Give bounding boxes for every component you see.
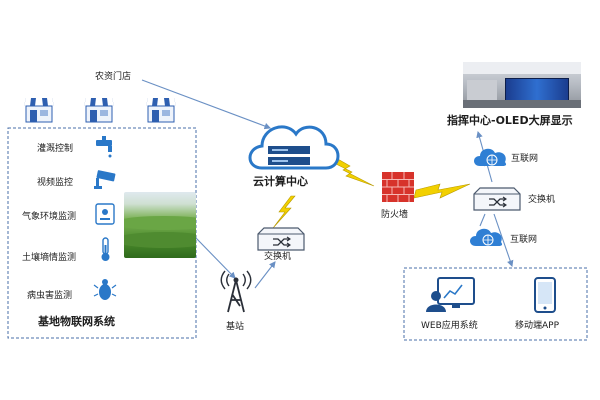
iot-icons bbox=[93, 136, 117, 300]
store-label: 农资门店 bbox=[95, 72, 132, 82]
network-switch-icon bbox=[473, 187, 521, 211]
switch-to-apps-arrow bbox=[493, 213, 514, 268]
web-app-label: WEB应用系统 bbox=[421, 321, 478, 331]
switch-right-label: 交换机 bbox=[528, 195, 556, 205]
switch-to-internet-bottom-line bbox=[479, 213, 486, 227]
iot-item-label: 气象环境监测 bbox=[22, 212, 77, 222]
camera-icon bbox=[94, 170, 116, 189]
connection-lines bbox=[141, 79, 514, 289]
command-center-photo bbox=[463, 62, 581, 108]
brick-firewall-icon bbox=[382, 172, 414, 202]
bug-icon bbox=[93, 279, 117, 300]
store-to-cloud-arrow bbox=[141, 79, 272, 130]
station-to-switch-arrow bbox=[254, 261, 276, 289]
iot-system-box bbox=[7, 127, 197, 339]
smartphone-icon bbox=[534, 277, 556, 313]
internet-bottom-label: 互联网 bbox=[510, 235, 538, 245]
firewall-label: 防火墙 bbox=[381, 210, 409, 220]
switch-center-label: 交换机 bbox=[264, 252, 292, 262]
internet-top-label: 互联网 bbox=[511, 154, 539, 164]
cloud-center-label: 云计算中心 bbox=[253, 175, 308, 188]
globe-cloud-icon bbox=[474, 148, 507, 166]
firewall-switch-lightning-icon bbox=[413, 183, 471, 199]
cloud-server-icon bbox=[248, 125, 340, 170]
iot-item-label: 视频监控 bbox=[37, 178, 74, 188]
tea-plantation-photo bbox=[124, 192, 196, 258]
iot-item-label: 病虫害监测 bbox=[27, 291, 73, 301]
store-icon bbox=[24, 98, 54, 123]
command-center-label: 指挥中心-OLED大屏显示 bbox=[447, 114, 573, 127]
faucet-icon bbox=[96, 136, 112, 158]
store-icons bbox=[24, 98, 176, 123]
globe-cloud-icon bbox=[470, 228, 503, 246]
store-icon bbox=[84, 98, 114, 123]
store-icon bbox=[146, 98, 176, 123]
radio-tower-icon bbox=[220, 270, 252, 313]
thermometer-icon bbox=[101, 237, 110, 261]
switch-cloud-lightning-icon bbox=[272, 195, 296, 229]
monitor-user-icon bbox=[426, 277, 475, 312]
iot-to-station-arrow bbox=[195, 237, 236, 279]
weather-station-icon bbox=[95, 203, 115, 225]
mobile-app-label: 移动端APP bbox=[515, 321, 560, 331]
iot-system-title: 基地物联网系统 bbox=[38, 315, 115, 328]
network-switch-icon bbox=[257, 227, 305, 251]
apps-box bbox=[403, 267, 588, 341]
iot-item-label: 灌溉控制 bbox=[37, 144, 74, 154]
base-station-label: 基站 bbox=[226, 322, 245, 332]
iot-item-label: 土壤墒情监测 bbox=[22, 253, 77, 263]
